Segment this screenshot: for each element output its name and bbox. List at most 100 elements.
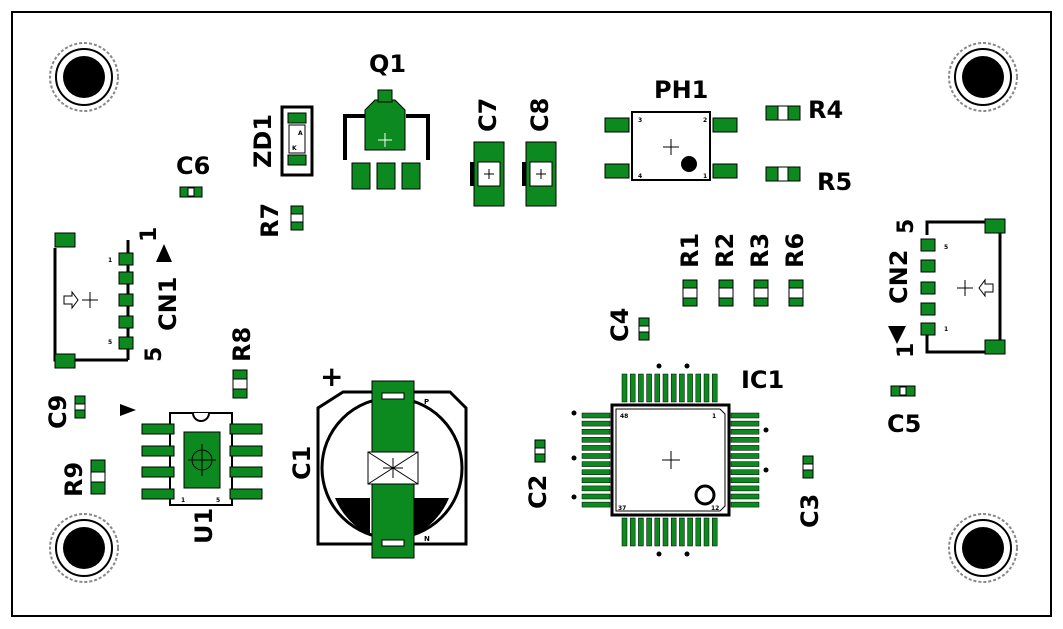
ic1-label: IC1 — [741, 366, 784, 394]
ic1-fiducial-dot — [571, 494, 577, 500]
svg-text:48: 48 — [620, 413, 628, 420]
r8-label: R8 — [228, 327, 256, 362]
ic1-pin-pad — [638, 517, 644, 547]
q1-label: Q1 — [369, 50, 406, 78]
mounting-hole-bottom-left — [49, 513, 119, 583]
ic1-pin-pad — [581, 420, 611, 427]
ic1-fiducial-dot — [684, 551, 690, 557]
ic1-pin-pad — [687, 373, 693, 403]
c7-footprint — [470, 141, 505, 207]
r7-footprint — [290, 205, 304, 231]
svg-text:P: P — [424, 398, 429, 406]
ic1-pin-pad — [638, 373, 644, 403]
c2-footprint — [534, 439, 546, 463]
r3-label: R3 — [746, 233, 774, 268]
cn1-label: CN1 — [154, 277, 182, 331]
cn1-footprint: 1 5 — [53, 232, 172, 369]
ic1-pin-pad — [730, 469, 760, 475]
ic1-pin-pad — [654, 373, 661, 403]
board-outline — [11, 11, 1052, 617]
ic1-pin-pad — [646, 517, 652, 547]
ic1-pin-pad — [695, 373, 702, 403]
ic1-pin-pad — [687, 517, 693, 547]
zd1-label: ZD1 — [249, 114, 277, 168]
ic1-pin-pad — [730, 501, 760, 508]
c5-footprint — [890, 385, 916, 397]
ic1-pin-pad — [730, 420, 760, 427]
c5-label: C5 — [887, 410, 921, 438]
mounting-hole-top-left — [49, 42, 119, 112]
ic1-pin-pad — [730, 453, 760, 459]
ic1-pin-pad — [581, 453, 611, 459]
ic1-pin-pad — [629, 373, 636, 403]
ic1-pin-pad — [581, 412, 611, 419]
cn2-label: CN2 — [885, 250, 913, 304]
ic1-pin-pad — [730, 437, 760, 443]
c1-polarity-marker: + — [320, 360, 343, 393]
svg-text:5: 5 — [216, 497, 220, 504]
svg-text:5: 5 — [944, 244, 948, 251]
svg-text:5: 5 — [108, 339, 112, 346]
c4-footprint — [638, 317, 650, 341]
q1-footprint — [343, 89, 430, 190]
svg-text:12: 12 — [711, 505, 719, 512]
ic1-pin-pad — [621, 517, 628, 547]
ic1-pin-pad — [730, 428, 760, 435]
c3-label: C3 — [796, 494, 824, 528]
r1-label: R1 — [676, 233, 704, 268]
svg-text:A: A — [298, 130, 303, 137]
ic1-pin-pad — [670, 373, 677, 403]
c6-footprint — [179, 186, 203, 198]
cn2-footprint: 5 1 — [888, 218, 1006, 355]
ic1-pin-pad — [711, 517, 718, 547]
r5-label: R5 — [817, 168, 852, 196]
ic1-pin-pad — [679, 517, 685, 547]
ic1-pin-pad — [581, 501, 611, 508]
ic1-pin-pad — [662, 373, 669, 403]
c2-label: C2 — [524, 475, 552, 509]
zd1-footprint: K A — [280, 105, 314, 177]
ic1-fiducial-dot — [684, 363, 690, 369]
svg-text:1: 1 — [703, 173, 707, 180]
ic1-pin-pad — [670, 517, 677, 547]
c3-footprint — [802, 455, 814, 479]
cn1-pin1-marker: 1 — [137, 227, 162, 242]
svg-text:K: K — [292, 145, 297, 152]
ic1-pin-pad — [581, 485, 611, 492]
ic1-pin-pad — [646, 373, 652, 403]
mounting-hole-top-right — [948, 42, 1018, 112]
ic1-fiducial-dot — [571, 455, 577, 461]
r5-footprint — [765, 166, 801, 182]
mounting-hole-bottom-right — [948, 513, 1018, 583]
r8-footprint — [232, 369, 248, 399]
cn2-pin1-marker: 1 — [894, 343, 919, 358]
r9-label: R9 — [60, 462, 88, 497]
ic1-pin-pad — [581, 469, 611, 475]
ic1-pin-pad — [730, 461, 760, 467]
ic1-pin-pad — [581, 428, 611, 435]
svg-text:3: 3 — [638, 117, 642, 124]
c1-label: C1 — [288, 446, 316, 480]
c8-label: C8 — [526, 98, 554, 132]
svg-text:1: 1 — [181, 497, 185, 504]
ic1-pin-pad — [654, 517, 661, 547]
svg-text:37: 37 — [618, 505, 626, 512]
ic1-pin-pad — [662, 517, 669, 547]
r6-label: R6 — [781, 233, 809, 268]
r7-label: R7 — [256, 203, 284, 238]
ic1-pin-pad — [581, 445, 611, 451]
ic1-pin-pad — [581, 461, 611, 467]
c9-label: C9 — [44, 395, 72, 429]
ic1-footprint: 48 37 1 12 — [571, 363, 769, 557]
svg-text:4: 4 — [638, 173, 642, 180]
ic1-pin-pad — [703, 517, 710, 547]
c7-label: C7 — [474, 98, 502, 132]
r1-footprint — [682, 279, 698, 307]
ic1-pin-pad — [730, 412, 760, 419]
r4-label: R4 — [808, 96, 843, 124]
ic1-pin-pad — [679, 373, 685, 403]
ic1-pin-pad — [730, 445, 760, 451]
r4-footprint — [765, 105, 801, 121]
c4-label: C4 — [606, 308, 634, 342]
